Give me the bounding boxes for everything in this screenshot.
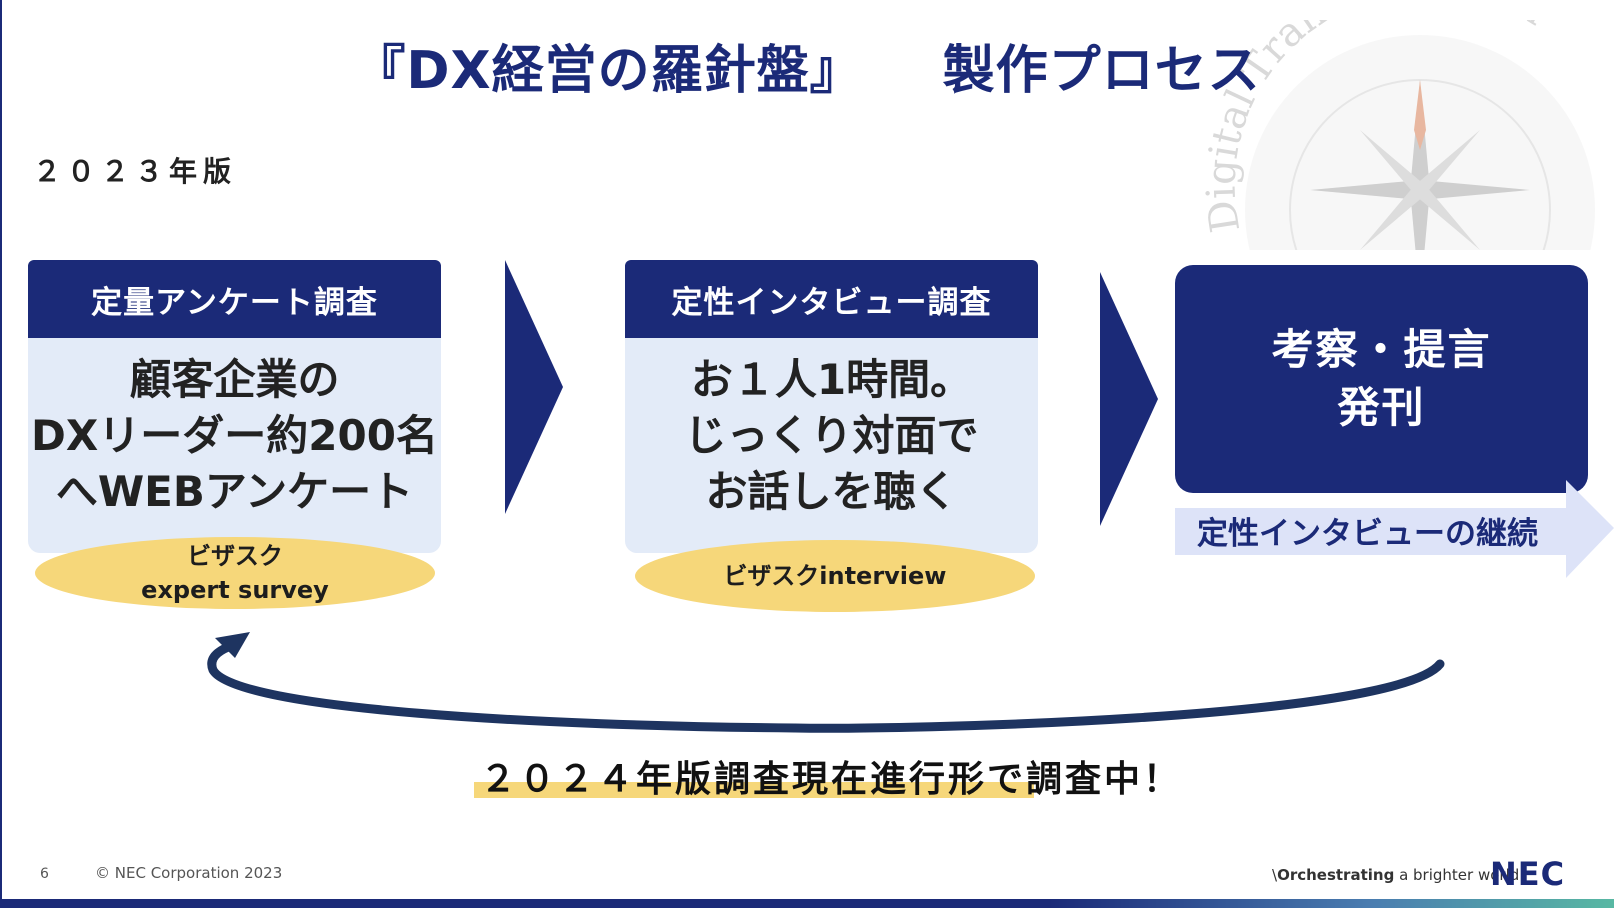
step2-line2: じっくり対面で (684, 411, 979, 460)
tag1-line1: ビザスク (187, 542, 283, 570)
step1-line1: 顧客企業の (129, 355, 340, 404)
step1-line2: DXリーダー約200名 (31, 411, 438, 460)
tag-bizasq-interview: ビザスクinterview (635, 540, 1035, 612)
tag-expert-survey: ビザスク expert survey (35, 537, 435, 609)
copyright: © NEC Corporation 2023 (95, 864, 283, 882)
step-header-qualitative: 定性インタビュー調査 (625, 260, 1038, 338)
nec-logo: NEC (1490, 855, 1566, 893)
edition-label: ２０２３年版 (33, 155, 238, 188)
cycle-arrow-icon (207, 632, 1445, 733)
continuation-arrow-icon (1175, 480, 1614, 578)
step-body-qualitative: お１人1時間。 じっくり対面で お話しを聴く (625, 352, 1038, 520)
tag1-line2: expert survey (141, 576, 329, 604)
page-title: 『DX経営の羅針盤』 製作プロセス (0, 28, 1614, 103)
tag2-line1: ビザスクinterview (723, 562, 947, 590)
continuation-label: 定性インタビューの継続 (1197, 516, 1538, 552)
step2-line3: お話しを聴く (705, 467, 958, 516)
footer-bar (0, 899, 1614, 908)
page-number: 6 (40, 866, 49, 882)
title-right: 製作プロセス (942, 41, 1261, 101)
step-body-quantitative: 顧客企業の DXリーダー約200名 へWEBアンケート (28, 352, 441, 520)
result-line2: 発刊 (1337, 383, 1426, 432)
step1-line3: へWEBアンケート (55, 467, 414, 516)
chevron-right-icon (1100, 272, 1158, 526)
compass-watermark-icon: Digital Transformation (1200, 20, 1595, 250)
title-left: 『DX経営の羅針盤』 (353, 41, 863, 101)
tagline: \Orchestrating a brighter world (1272, 866, 1520, 884)
tagline-bold: Orchestrating (1277, 866, 1395, 884)
chevron-right-icon (505, 260, 563, 514)
message-highlight (474, 782, 1034, 798)
step2-line1: お１人1時間。 (690, 355, 973, 404)
step-header-quantitative: 定量アンケート調査 (28, 260, 441, 338)
result-line1: 考察・提言 (1271, 325, 1492, 374)
left-edge-line (0, 0, 2, 908)
result-box: 考察・提言 発刊 (1175, 265, 1588, 493)
bottom-message: ２０２４年版調査現在進行形で調査中！ (480, 759, 1183, 800)
tagline-rest: a brighter world (1394, 866, 1520, 884)
